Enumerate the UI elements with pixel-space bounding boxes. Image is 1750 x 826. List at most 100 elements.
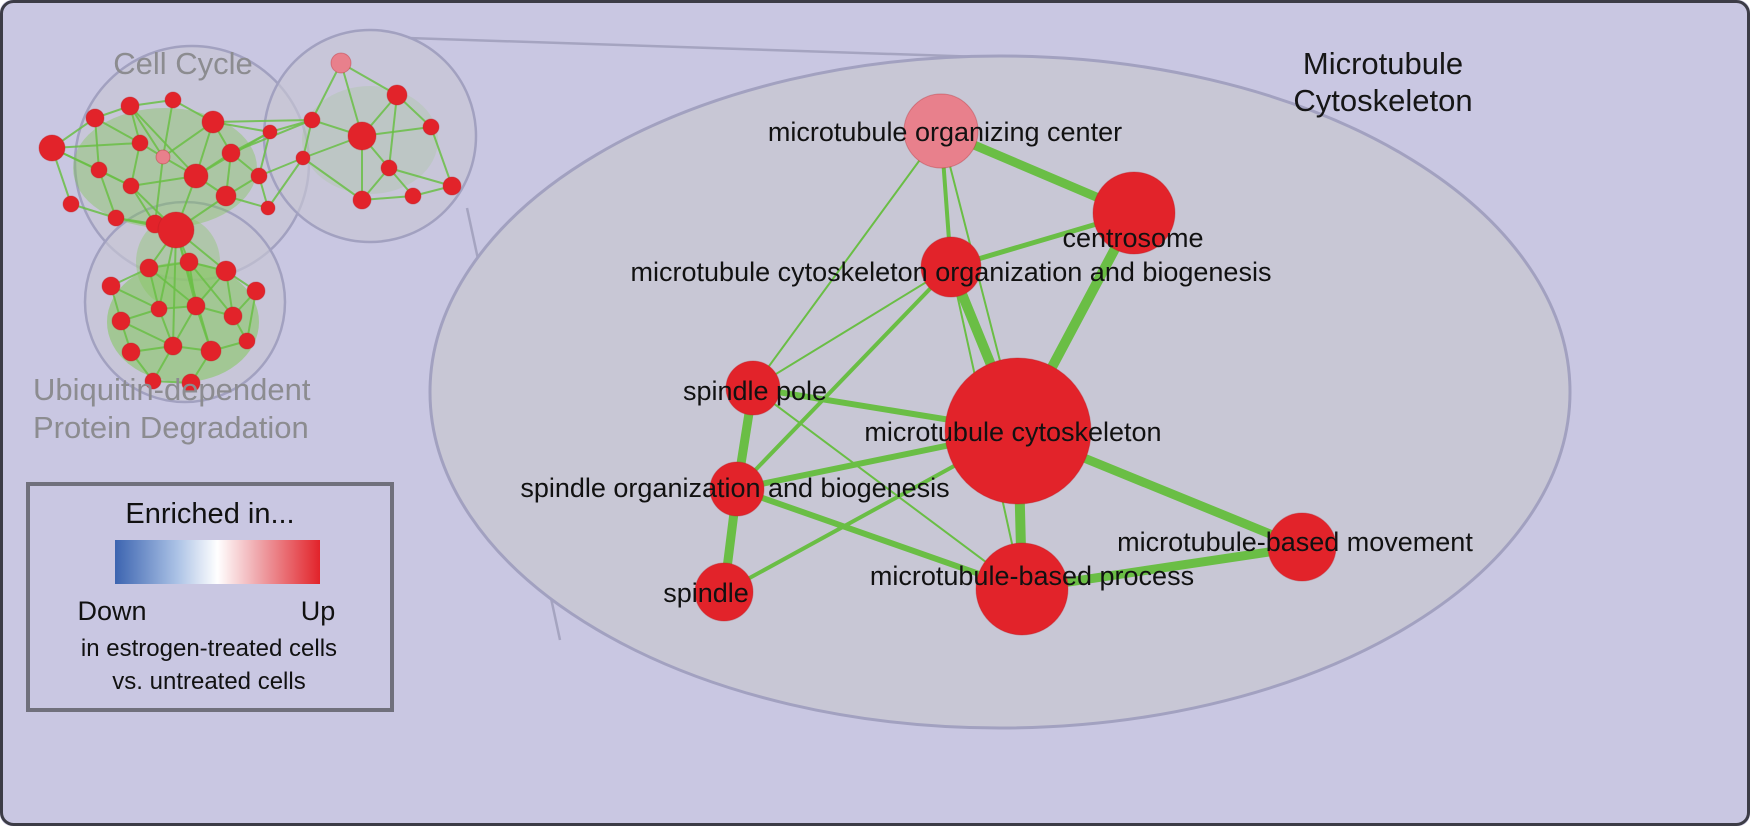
legend-down-label: Down <box>77 596 146 626</box>
overview-node <box>201 110 225 134</box>
overview-edge <box>175 229 212 352</box>
overview-node <box>122 177 140 195</box>
cluster-label-microtubule-line1: Microtubule <box>1303 46 1463 81</box>
zoom-node-label-mco: microtubule cytoskeleton organization an… <box>631 257 1272 287</box>
legend-caption-line1: in estrogen-treated cells <box>81 635 337 662</box>
overview-edge <box>388 167 453 187</box>
overview-nodes <box>38 52 462 393</box>
overview-node <box>250 167 268 185</box>
overview-node <box>139 258 159 278</box>
overview-edge <box>129 105 197 177</box>
zoom-edge-mt_process-mt_movement <box>1017 542 1307 594</box>
zoom-node-centrosome <box>1092 171 1176 255</box>
zoom-labels: microtubule organizing center centrosome m… <box>520 117 1473 608</box>
overview-node <box>163 336 183 356</box>
overview-edge <box>129 105 164 158</box>
cluster-label-ubiquitin-line2: Protein Degradation <box>33 410 309 445</box>
zoom-node-spindle <box>694 562 754 622</box>
legend-up-label: Up <box>301 596 336 626</box>
overview-node <box>183 163 209 189</box>
overview-node <box>107 209 125 227</box>
overview-edge <box>98 169 117 219</box>
zoom-edge-spindle_org-mt_process <box>734 486 1025 592</box>
overview-node <box>352 190 372 210</box>
zoom-node-label-mt_movement: microtubule-based movement <box>1117 527 1473 557</box>
cluster-label-ubiquitin-line1: Ubiquitin-dependent <box>33 372 311 407</box>
overview-node <box>120 96 140 116</box>
overview-edge <box>311 62 342 121</box>
zoom-node-label-spindle: spindle <box>663 578 749 608</box>
overview-node <box>179 252 199 272</box>
cluster-label-cell-cycle: Cell Cycle <box>113 46 253 81</box>
overview-edge <box>340 62 398 96</box>
overview-node <box>303 111 321 129</box>
overview-node <box>404 187 422 205</box>
overview-edge <box>172 229 177 347</box>
legend-title: Enriched in... <box>125 498 294 530</box>
legend-gradient-bar <box>115 540 320 584</box>
overview-node <box>380 159 398 177</box>
zoom-edge-moc-spindle_pole <box>752 130 942 389</box>
overview-node <box>238 332 256 350</box>
zoom-edge-mco-spindle_pole <box>752 266 952 389</box>
overview-edge <box>162 99 174 158</box>
overview-node <box>246 281 266 301</box>
zoom-node-label-spindle_org: spindle organization and biogenesis <box>520 473 949 503</box>
overview-edge <box>148 267 197 307</box>
zoom-node-label-mt_cyto: microtubule cytoskeleton <box>864 417 1161 447</box>
overview-node <box>85 108 105 128</box>
overview-node <box>386 84 408 106</box>
overview-edge <box>51 142 141 149</box>
overview-edge <box>212 119 313 123</box>
overview-node <box>223 306 243 326</box>
cluster-label-microtubule-line2: Cytoskeleton <box>1293 83 1472 118</box>
legend: Enriched in... Down Up in estrogen-treat… <box>26 482 394 712</box>
overview-edge <box>120 320 174 347</box>
overview-node <box>144 372 162 390</box>
overview-node <box>347 121 377 151</box>
overview-node <box>131 134 149 152</box>
overview-node <box>186 296 206 316</box>
zoom-node-spindle_org <box>709 461 765 517</box>
overview-node <box>422 118 440 136</box>
overview-node <box>215 185 237 207</box>
overview-node <box>62 195 80 213</box>
edge-density-blob <box>107 262 259 382</box>
overview-edge <box>430 126 453 187</box>
zoom-node-mt_movement <box>1267 512 1337 582</box>
overview-node <box>200 340 222 362</box>
overview-edge <box>154 156 164 225</box>
overview-node <box>90 161 108 179</box>
overview-node <box>155 149 171 165</box>
overview-node <box>164 91 182 109</box>
overview-node <box>260 200 276 216</box>
zoom-node-mt_cyto <box>944 357 1092 505</box>
overview-node <box>262 124 278 140</box>
overview-blobs <box>73 86 438 382</box>
zoom-node-label-moc: microtubule organizing center <box>768 117 1122 147</box>
overview-node <box>111 311 131 331</box>
zoom-edge-mco-spindle_org <box>735 265 953 491</box>
magnifier-line <box>407 36 1013 60</box>
overview-node <box>121 342 141 362</box>
overview-node <box>442 176 462 196</box>
overview-node <box>215 260 237 282</box>
overview-node <box>181 373 201 393</box>
overview-node <box>330 52 352 74</box>
overview-node <box>150 300 168 318</box>
zoom-node-label-spindle_pole: spindle pole <box>683 376 827 406</box>
zoom-node-label-mt_process: microtubule-based process <box>870 561 1194 591</box>
overview-edge <box>302 157 363 201</box>
zoom-node-label-centrosome: centrosome <box>1062 223 1203 253</box>
zoom-edge-spindle_pole-mt_process <box>752 387 1023 590</box>
legend-box <box>26 482 394 712</box>
overview-node <box>295 150 311 166</box>
overview-node <box>101 276 121 296</box>
zoom-node-mco <box>920 236 982 298</box>
zoom-node-spindle_pole <box>725 360 781 416</box>
overview-edge <box>267 157 304 209</box>
zoom-node-moc <box>903 93 979 169</box>
